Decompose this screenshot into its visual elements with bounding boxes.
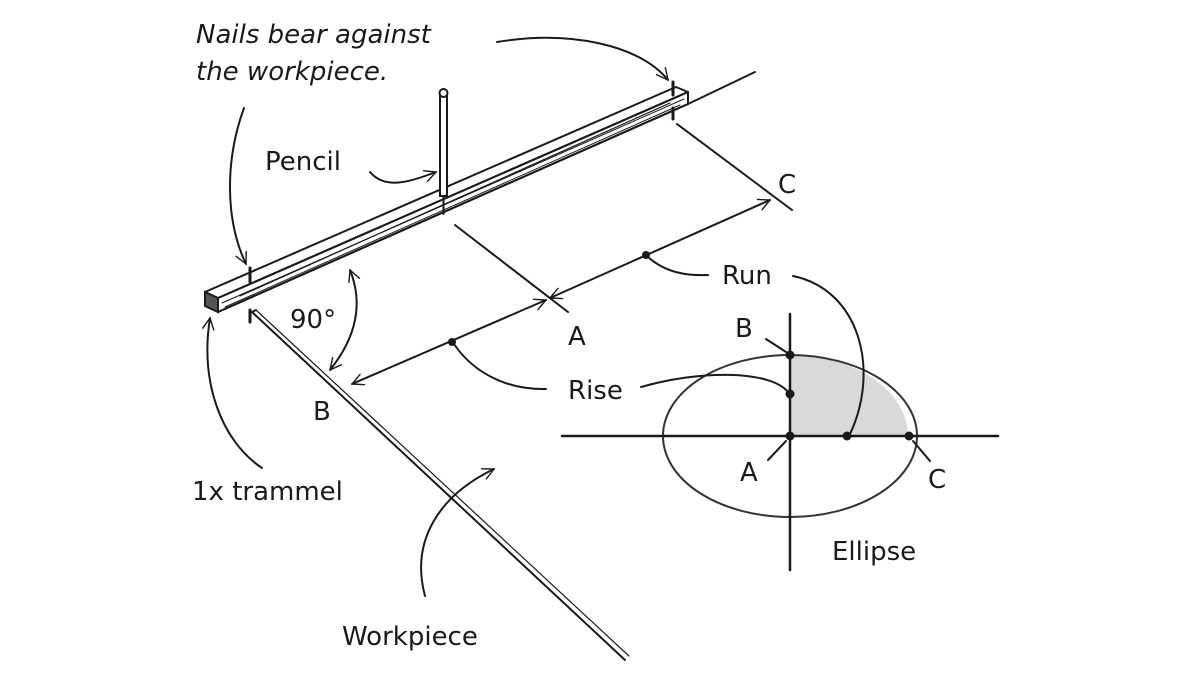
- ellipse-point-b-label: B: [735, 314, 753, 344]
- trammel-point-a-label: A: [568, 322, 586, 352]
- point-c-dot: [904, 431, 914, 441]
- nails-callout-line2: the workpiece.: [196, 57, 388, 87]
- leader-lines: [201, 36, 865, 597]
- trammel-end-grain: [204, 290, 219, 314]
- dimension-lines: [351, 123, 793, 386]
- trammel-bar: [204, 86, 689, 314]
- shaded-quadrant: [790, 355, 908, 436]
- ellipse-figure: [560, 312, 1000, 572]
- ellipse-point-a-label: A: [740, 458, 758, 488]
- nails-callout-line1: Nails bear against: [196, 20, 432, 50]
- run-dimension-line: [549, 198, 771, 300]
- angle-label: 90°: [290, 305, 336, 335]
- trammel-label: 1x trammel: [192, 477, 343, 507]
- workpiece-label: Workpiece: [342, 622, 478, 652]
- ellipse-label: Ellipse: [832, 537, 916, 567]
- ellipse-point-c-label: C: [928, 465, 946, 495]
- pencil-label: Pencil: [265, 147, 341, 177]
- point-b-dot: [785, 350, 795, 360]
- workpiece-edges: [251, 71, 756, 661]
- run-label: Run: [722, 261, 772, 291]
- right-angle-arc: [329, 269, 361, 371]
- trammel-point-b-label: B: [313, 397, 331, 427]
- point-a-dot: [785, 431, 795, 441]
- pencil-icon: [438, 88, 449, 215]
- rise-label: Rise: [568, 376, 623, 406]
- trammel-point-c-label: C: [778, 170, 796, 200]
